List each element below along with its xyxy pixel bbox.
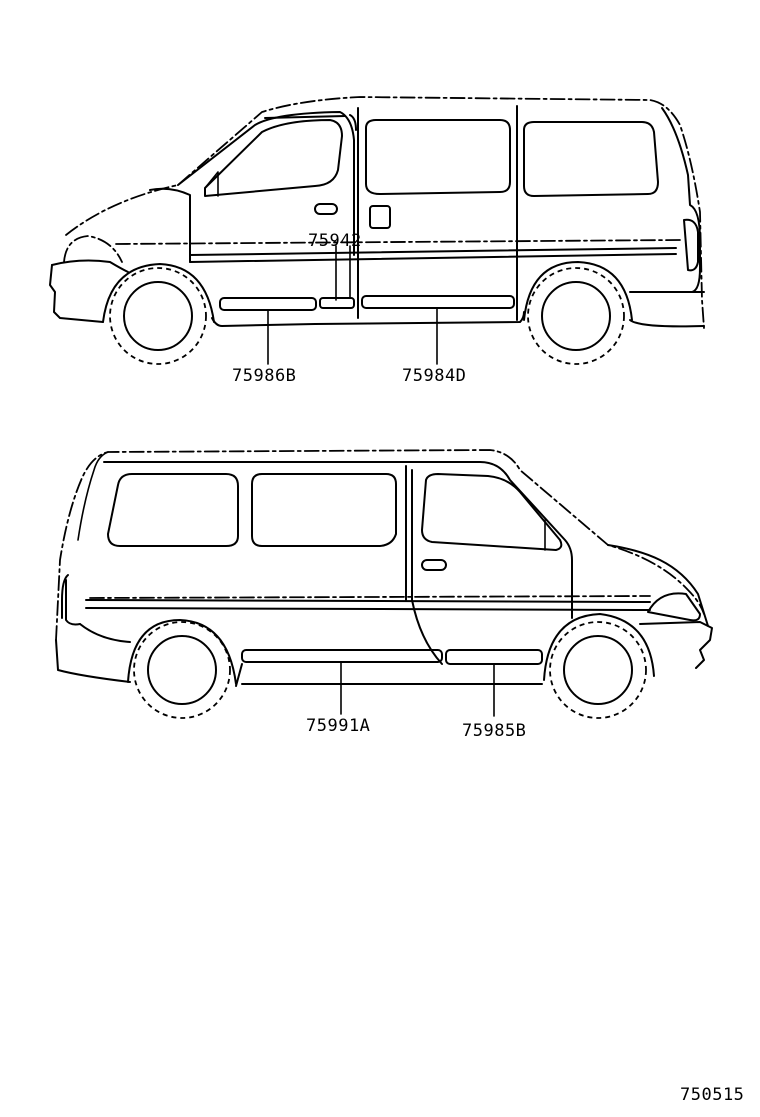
callout-75986B: 75986B	[232, 366, 296, 386]
molding-75986B	[219, 297, 317, 311]
callout-75942: 75942	[308, 231, 362, 251]
callout-75985B: 75985B	[462, 721, 526, 741]
van-left-side-view	[49, 96, 705, 365]
figure-number: 750515	[680, 1085, 744, 1105]
molding-75985B	[445, 649, 543, 665]
callout-75991A: 75991A	[306, 716, 370, 736]
callout-75984D: 75984D	[402, 366, 466, 386]
molding-75984D	[361, 295, 515, 309]
molding-75991A	[241, 649, 443, 663]
van-right-side-view	[55, 449, 713, 719]
molding-75942	[319, 297, 355, 309]
